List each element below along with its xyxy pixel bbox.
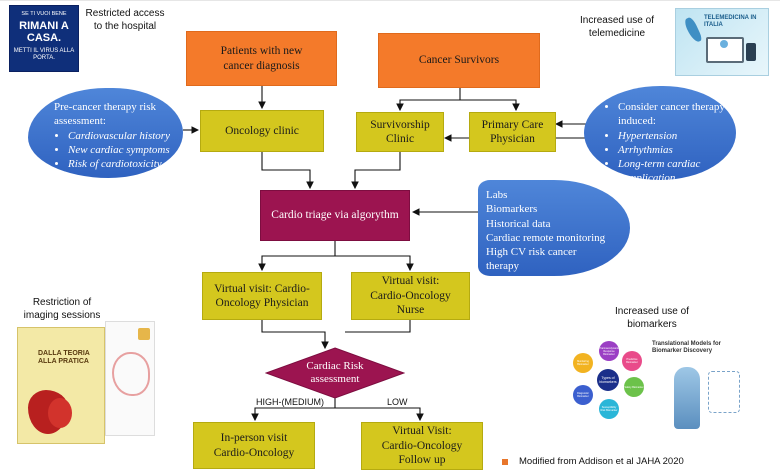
top-divider [0,0,780,1]
cloud-right-list: Consider cancer therapy induced: Hyperte… [606,100,726,186]
telemedicine-title: TELEMEDICINA IN ITALIA [704,15,757,28]
box-new-patients: Patients with new cancer diagnosis [186,31,337,86]
biomarker-title: Translational Models for Biomarker Disco… [652,341,722,355]
edge-physician-risk [261,320,329,350]
cloud-left-item: Cardiovascular history [68,129,173,143]
cloud-left-item: New cardiac symptoms [68,143,173,157]
biomarker-node: Predictive Biomarker [622,351,642,371]
phone-icon [746,43,756,61]
labs-item: Cardiac remote monitoring [486,231,606,244]
box-virtual-nurse: Virtual visit: Cardio-Oncology Nurse [351,272,470,320]
source-bullet-icon [502,459,508,465]
cloud-pre-therapy-risk: Pre-cancer therapy risk assessment: Card… [28,88,183,178]
cloud-right-item: Long-term cardiac complication [618,157,726,186]
labs-item: Labs [486,189,508,201]
box-virtual-followup: Virtual Visit: Cardio-Oncology Follow up [361,422,483,470]
labs-item: Biomarkers [486,203,538,216]
box-primary-care: Primary Care Physician [469,112,556,152]
lab-tools-icon [708,371,740,413]
box-virtual-physician: Virtual visit: Cardio-Oncology Physician [202,272,322,320]
box-cancer-survivors: Cancer Survivors [378,33,540,88]
caption-restricted-access: Restricted access to the hospital [85,8,165,32]
cloud-labs: Labs Biomarkers Historical data Cardiac … [478,180,630,276]
box-oncology-clinic: Oncology clinic [200,110,324,152]
cloud-right-item: Arrhythmias [618,143,726,157]
edge-survivorship-triage [351,152,401,190]
biomarker-node: Diagnostic Biomarker [573,385,593,405]
box-inperson-visit: In-person visit Cardio-Oncology [193,422,315,469]
brochure-title: DALLA TEORIA ALLA PRATICA [38,350,90,365]
sketch-heart-icon [112,352,150,396]
heart-illustration-detail [48,398,72,428]
biomarker-node: Susceptibility Risk Biomarker [599,399,619,419]
sketch-badge-icon [138,328,150,340]
source-note: Modified from Addison et al JAHA 2020 [519,456,684,467]
cloud-left-item: Risk of cardiotoxicity [68,157,173,171]
edge-risk-split [251,398,336,422]
edge-triage-split [258,241,336,272]
labs-item: High CV risk cancer therapy [486,246,577,273]
biomarker-node: Monitoring Biomarker [573,353,593,373]
edge-nurse-risk [345,320,411,333]
edge-label-low: LOW [387,397,408,407]
box-cardio-triage: Cardio triage via algorythm [260,190,410,241]
cloud-left-intro: Pre-cancer therapy risk assessment: [54,101,157,128]
human-body-icon [674,367,700,429]
box-survivorship-clinic: Survivorship Clinic [356,112,444,152]
imaging-brochure: DALLA TEORIA ALLA PRATICA [17,327,105,444]
cloud-right-item: Hypertension [618,129,726,143]
edge-oncology-triage [261,152,314,190]
poster-headline: RIMANI A CASA. [19,20,69,45]
doctor-icon [720,40,728,48]
biomarker-hub: Types of biomarkers [597,369,619,391]
labs-item: Historical data [486,217,551,230]
caption-imaging: Restriction of imaging sessions [23,297,101,321]
biomarker-node: Safety Biomarker [624,377,644,397]
edge-survivors-primary [460,99,520,112]
edge-label-high: HIGH-(MEDIUM) [256,397,324,407]
telemedicine-image: TELEMEDICINA IN ITALIA [675,8,769,76]
imaging-sketch [105,321,155,436]
edge-triage-nurse [335,255,414,272]
cloud-left-list: Cardiovascular history New cardiac sympt… [54,129,173,172]
cloud-therapy-induced: Consider cancer therapy induced: Hyperte… [584,86,736,184]
stay-home-poster: SE TI VUOI BENE RIMANI A CASA. METTI IL … [9,5,79,72]
edge-survivors-split [396,88,461,112]
edge-risk-low [335,407,424,422]
caption-telemedicine: Increased use of telemedicine [580,15,654,39]
poster-subline: METTI IL VIRUS ALLA PORTA. [13,48,75,62]
italy-map-icon [682,16,704,44]
biomarker-node: Pharmacodynamic Response Biomarker [599,341,619,361]
poster-small-text: SE TI VUOI BENE [21,11,67,17]
risk-assessment-label: Cardiac Risk assessment [306,359,364,385]
caption-biomarkers: Increased use of biomarkers [615,306,689,330]
risk-diamond [265,347,405,399]
biomarker-image: Types of biomarkers Pharmacodynamic Resp… [566,337,748,431]
cloud-right-intro: Consider cancer therapy induced: [618,100,726,129]
